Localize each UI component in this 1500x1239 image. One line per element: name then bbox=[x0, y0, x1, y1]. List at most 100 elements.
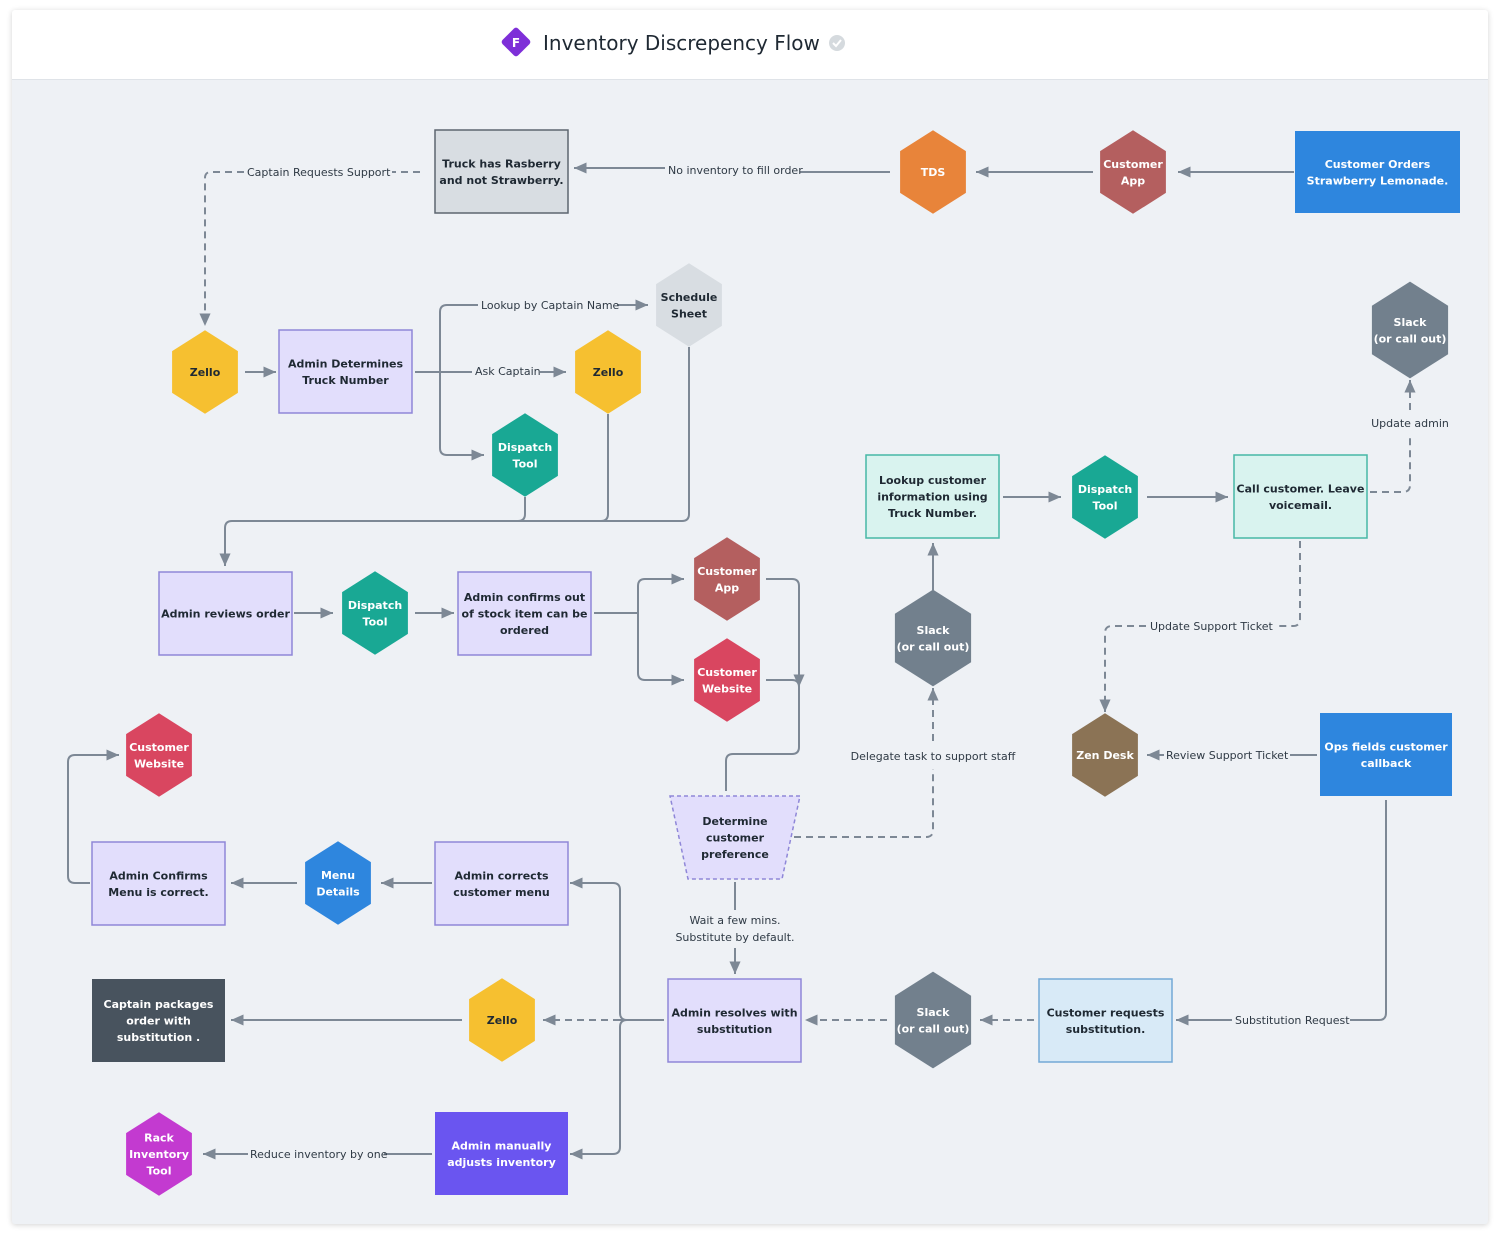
node-label: adjusts inventory bbox=[447, 1156, 556, 1169]
node-shape bbox=[92, 979, 225, 1062]
node-label: Tool bbox=[363, 615, 388, 628]
hexagon-shape bbox=[492, 413, 558, 497]
node-label: order with bbox=[126, 1015, 191, 1028]
label-lookup-captain: Lookup by Captain Name bbox=[481, 299, 620, 312]
node-label: Schedule bbox=[661, 291, 718, 304]
edge-ops-to-customerrequests bbox=[1176, 800, 1387, 1020]
label-update-ticket: Update Support Ticket bbox=[1150, 620, 1274, 633]
label-reduce-inventory: Reduce inventory by one bbox=[250, 1148, 388, 1161]
page-title: Inventory Discrepency Flow bbox=[543, 31, 820, 55]
header-title-group: F Inventory Discrepency Flow bbox=[501, 27, 845, 57]
edge-determine-to-slackmid bbox=[794, 688, 933, 838]
edge-to-determine bbox=[725, 578, 799, 791]
logo-letter: F bbox=[512, 36, 520, 50]
hexagon-shape bbox=[900, 130, 966, 214]
node-label: App bbox=[715, 581, 739, 594]
node-label: (or call out) bbox=[1374, 332, 1447, 345]
label-substitution-request: Substitution Request bbox=[1235, 1014, 1350, 1027]
node-label: Admin Confirms bbox=[109, 869, 208, 882]
node-label: Determine bbox=[702, 815, 767, 828]
trapezoid-shape bbox=[669, 795, 801, 880]
node-zello-bottom[interactable]: Zello bbox=[469, 978, 535, 1062]
node-label: Menu is correct. bbox=[108, 886, 208, 899]
hexagon-shape bbox=[172, 330, 238, 414]
node-shape bbox=[435, 1112, 568, 1195]
edge-merge-to-adminreviews bbox=[224, 347, 690, 566]
node-shape bbox=[278, 329, 413, 414]
node-label: Website bbox=[134, 757, 184, 770]
node-shape bbox=[158, 571, 293, 656]
node-shape bbox=[434, 841, 569, 926]
node-zello-mid[interactable]: Zello bbox=[575, 330, 641, 414]
node-label: substitution . bbox=[117, 1031, 200, 1044]
node-shape bbox=[1295, 131, 1460, 213]
node-label: Rack bbox=[144, 1132, 174, 1145]
hexagon-shape bbox=[1100, 130, 1166, 214]
node-label: Strawberry Lemonade. bbox=[1307, 174, 1449, 187]
node-label: App bbox=[1121, 174, 1145, 187]
edges bbox=[67, 168, 1410, 1154]
node-shape bbox=[434, 129, 569, 214]
node-slack-top[interactable]: Slack(or call out) bbox=[1371, 281, 1449, 379]
hexagon-shape bbox=[694, 537, 760, 621]
node-zen-desk[interactable]: Zen Desk bbox=[1072, 713, 1138, 797]
edge-confirms-branches bbox=[594, 578, 684, 681]
node-shape bbox=[1320, 713, 1452, 796]
node-label: callback bbox=[1361, 757, 1412, 770]
hexagon-shape bbox=[1072, 713, 1138, 797]
node-slack-bottom[interactable]: Slack(or call out) bbox=[894, 971, 972, 1069]
label-delegate: Delegate task to support staff bbox=[851, 750, 1016, 763]
node-label: Customer bbox=[697, 565, 757, 578]
header-bar bbox=[12, 10, 1488, 80]
node-label: Inventory bbox=[129, 1148, 189, 1161]
node-label: Admin Determines bbox=[288, 357, 404, 370]
node-slack-mid[interactable]: Slack(or call out) bbox=[894, 589, 972, 687]
node-label: Admin resolves with bbox=[671, 1006, 797, 1019]
node-label: preference bbox=[701, 848, 769, 861]
hexagon-shape bbox=[342, 571, 408, 655]
node-zello-left[interactable]: Zello bbox=[172, 330, 238, 414]
node-label: Zello bbox=[487, 1014, 518, 1027]
node-label: Truck Number bbox=[302, 374, 389, 387]
node-label: Admin manually bbox=[452, 1139, 552, 1152]
node-label: Details bbox=[316, 885, 360, 898]
node-label: Sheet bbox=[671, 307, 707, 320]
node-label: (or call out) bbox=[897, 640, 970, 653]
edge-call-to-slacktop bbox=[1370, 380, 1410, 493]
hexagon-shape bbox=[469, 978, 535, 1062]
label-wait-line2: Substitute by default. bbox=[675, 931, 794, 944]
node-label: information using bbox=[877, 491, 987, 504]
node-tds[interactable]: TDS bbox=[900, 130, 966, 214]
node-admin-manually[interactable]: Admin manually adjusts inventory bbox=[435, 1112, 568, 1195]
node-label: Admin reviews order bbox=[161, 608, 290, 621]
node-label: Customer requests bbox=[1047, 1006, 1165, 1019]
label-update-admin: Update admin bbox=[1371, 417, 1449, 430]
node-admin-reviews[interactable]: Admin reviews order bbox=[158, 571, 293, 656]
node-label: Customer Orders bbox=[1325, 158, 1431, 171]
label-wait-line1: Wait a few mins. bbox=[689, 914, 780, 927]
